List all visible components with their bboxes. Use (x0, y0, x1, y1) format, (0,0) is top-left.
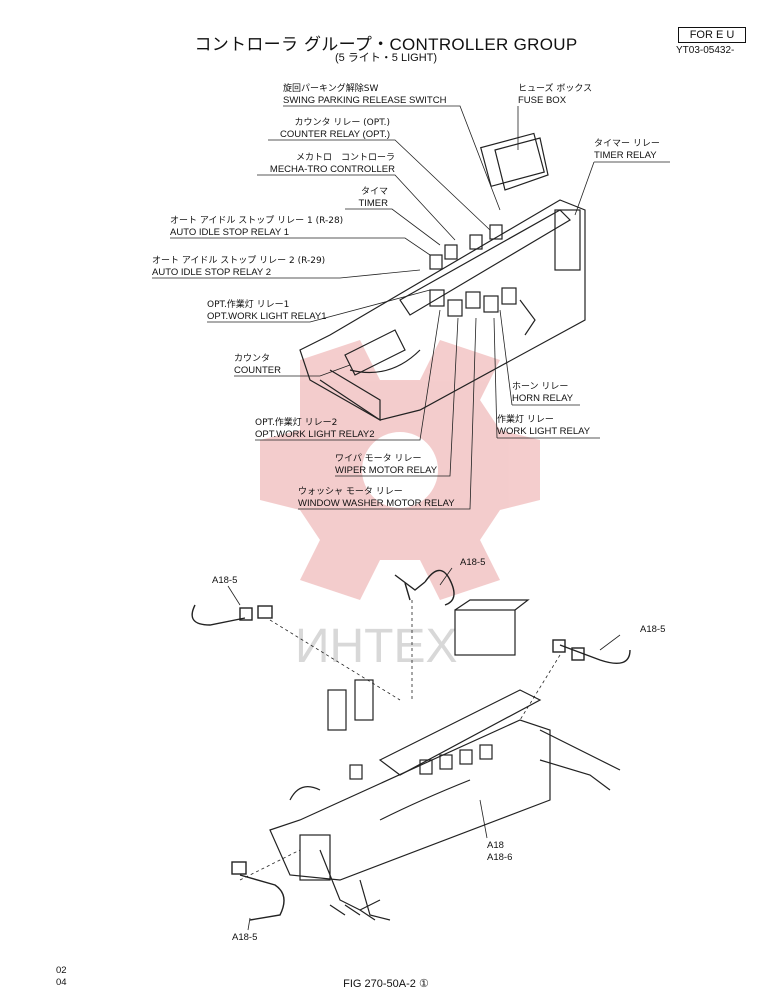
harness-right (552, 639, 631, 664)
label-en: OPT.WORK LIGHT RELAY2 (255, 429, 375, 440)
label-en: MECHA-TRO CONTROLLER (269, 164, 395, 175)
label-ja: タイマ (360, 187, 388, 197)
label-timer-relay: タイマー リレー TIMER RELAY (594, 139, 660, 161)
page-code-2: 04 (56, 977, 67, 988)
gear-watermark (260, 340, 540, 600)
label-en: FUSE BOX (518, 95, 567, 106)
page-title: コントローラ グループ・CONTROLLER GROUP (0, 30, 772, 55)
label-ja: ヒューズ ボックス (518, 84, 593, 94)
label-en: TIMER RELAY (594, 150, 657, 161)
label-timer: タイマ TIMER (320, 187, 388, 209)
label-en: WINDOW WASHER MOTOR RELAY (298, 498, 455, 509)
figure-number: FIG 270-50A-2 ① (343, 978, 429, 990)
title-japanese: コントローラ グループ・ (194, 35, 390, 55)
label-en: AUTO IDLE STOP RELAY 2 (152, 267, 271, 278)
label-en: SWING PARKING RELEASE SWITCH (283, 95, 447, 106)
label-ja: オート アイドル ストップ リレー 1 (R-28) (170, 216, 344, 226)
harness-bottom (231, 861, 285, 921)
label-en: WIPER MOTOR RELAY (335, 465, 438, 476)
label-ja: OPT.作業灯 リレー2 (255, 418, 338, 428)
callout-a18-5-bottom: A18-5 (232, 932, 258, 943)
label-opt-work-light-relay-1: OPT.作業灯 リレー1 OPT.WORK LIGHT RELAY1 (207, 300, 326, 322)
label-fuse-box: ヒューズ ボックス FUSE BOX (518, 84, 592, 106)
controller-assembly-lower (269, 599, 621, 921)
label-ja: ウォッシャ モータ リレー (298, 487, 403, 497)
leader-lines-lower (227, 567, 621, 931)
leader-lines-upper (152, 105, 670, 510)
label-ja: オート アイドル ストップ リレー 2 (R-29) (152, 256, 326, 266)
label-ja: カウンタ (234, 354, 271, 364)
label-counter: カウンタ COUNTER (234, 354, 281, 376)
label-ja: 旋回パーキング解除SW (283, 84, 379, 94)
label-swing-parking-release-switch: 旋回パーキング解除SW SWING PARKING RELEASE SWITCH (283, 84, 446, 106)
callout-a18-5-right: A18-5 (640, 624, 666, 635)
label-ja: カウンタ リレー (OPT.) (294, 118, 390, 128)
callout-a18-6: A18-6 (487, 852, 513, 863)
harness-top (394, 569, 455, 606)
label-en: WORK LIGHT RELAY (497, 426, 591, 437)
title-english: CONTROLLER GROUP (389, 35, 578, 54)
region-badge: FOR E U (678, 27, 746, 43)
label-en: HORN RELAY (512, 393, 574, 404)
label-ja: メカトロ コントローラ (295, 153, 395, 163)
callout-a18-5-top: A18-5 (460, 557, 486, 568)
harness-left (191, 604, 273, 626)
label-opt-work-light-relay-2: OPT.作業灯 リレー2 OPT.WORK LIGHT RELAY2 (255, 418, 374, 440)
controller-assembly-upper (299, 132, 586, 422)
label-ja: タイマー リレー (594, 139, 660, 149)
page-code-1: 02 (56, 965, 67, 976)
label-en: AUTO IDLE STOP RELAY 1 (170, 227, 289, 238)
label-horn-relay: ホーン リレー HORN RELAY (512, 382, 573, 404)
label-en: COUNTER (234, 365, 281, 376)
label-mecha-tro-controller: メカトロ コントローラ MECHA-TRO CONTROLLER (230, 153, 395, 175)
callout-a18-5-left: A18-5 (212, 575, 238, 586)
label-en: OPT.WORK LIGHT RELAY1 (207, 311, 327, 322)
label-window-washer-motor-relay: ウォッシャ モータ リレー WINDOW WASHER MOTOR RELAY (298, 487, 455, 509)
label-ja: OPT.作業灯 リレー1 (207, 300, 290, 310)
label-counter-relay: カウンタ リレー (OPT.) COUNTER RELAY (OPT.) (240, 118, 390, 140)
label-en: TIMER (358, 198, 388, 209)
label-ja: ホーン リレー (512, 382, 569, 392)
label-auto-idle-stop-relay-2: オート アイドル ストップ リレー 2 (R-29) AUTO IDLE STO… (152, 256, 325, 278)
watermark-text: ИНТЕХ (295, 620, 458, 673)
label-en: COUNTER RELAY (OPT.) (280, 129, 390, 140)
label-work-light-relay: 作業灯 リレー WORK LIGHT RELAY (497, 415, 590, 437)
label-ja: 作業灯 リレー (497, 415, 554, 425)
callout-a18: A18 (487, 840, 504, 851)
label-wiper-motor-relay: ワイパ モータ リレー WIPER MOTOR RELAY (335, 454, 437, 476)
document-number: YT03-05432- (676, 45, 735, 56)
label-ja: ワイパ モータ リレー (335, 454, 422, 464)
page-subtitle: (5 ライト・5 LIGHT) (334, 52, 438, 64)
label-auto-idle-stop-relay-1: オート アイドル ストップ リレー 1 (R-28) AUTO IDLE STO… (170, 216, 343, 238)
